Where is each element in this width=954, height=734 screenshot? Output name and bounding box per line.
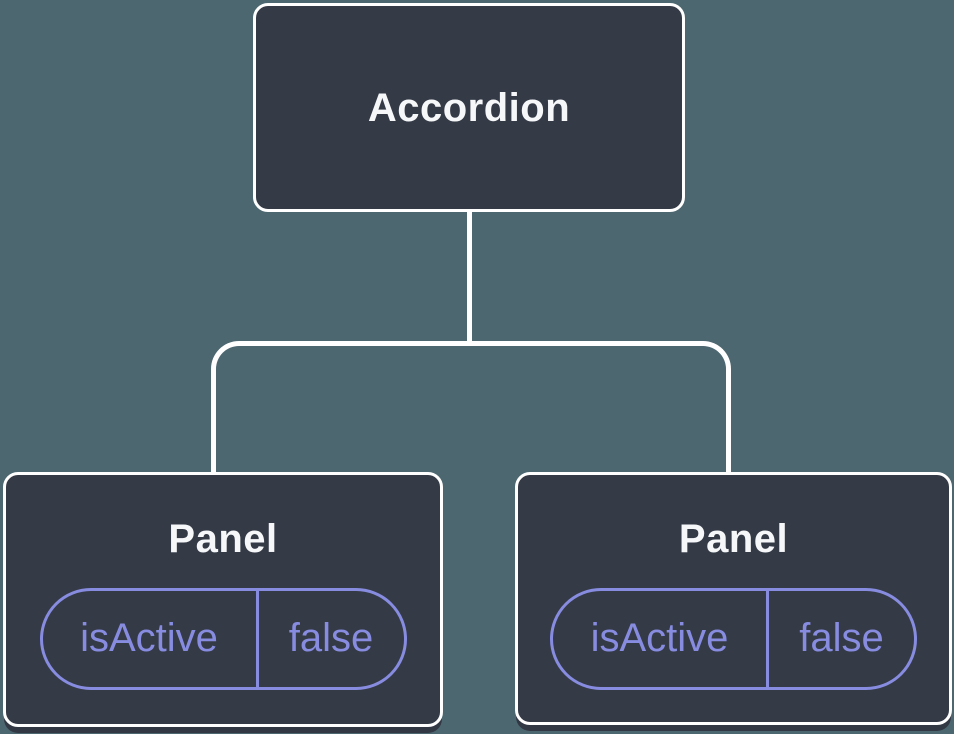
state-name: isActive [590, 616, 729, 660]
connector-bracket [211, 341, 731, 472]
state-pill: isActive false [39, 588, 407, 690]
accordion-node-label: Accordion [367, 85, 571, 130]
state-name: isActive [80, 616, 218, 660]
panel-node-right: Panel isActive false [515, 472, 952, 725]
state-value: false [766, 591, 914, 687]
panel-node-label: Panel [168, 517, 278, 561]
accordion-node: Accordion [253, 3, 685, 212]
panel-node-label: Panel [678, 517, 789, 561]
panel-node-left: Panel isActive false [3, 472, 443, 727]
state-pill: isActive false [550, 588, 917, 690]
root-connector-stem [467, 212, 472, 344]
state-value: false [255, 591, 404, 687]
